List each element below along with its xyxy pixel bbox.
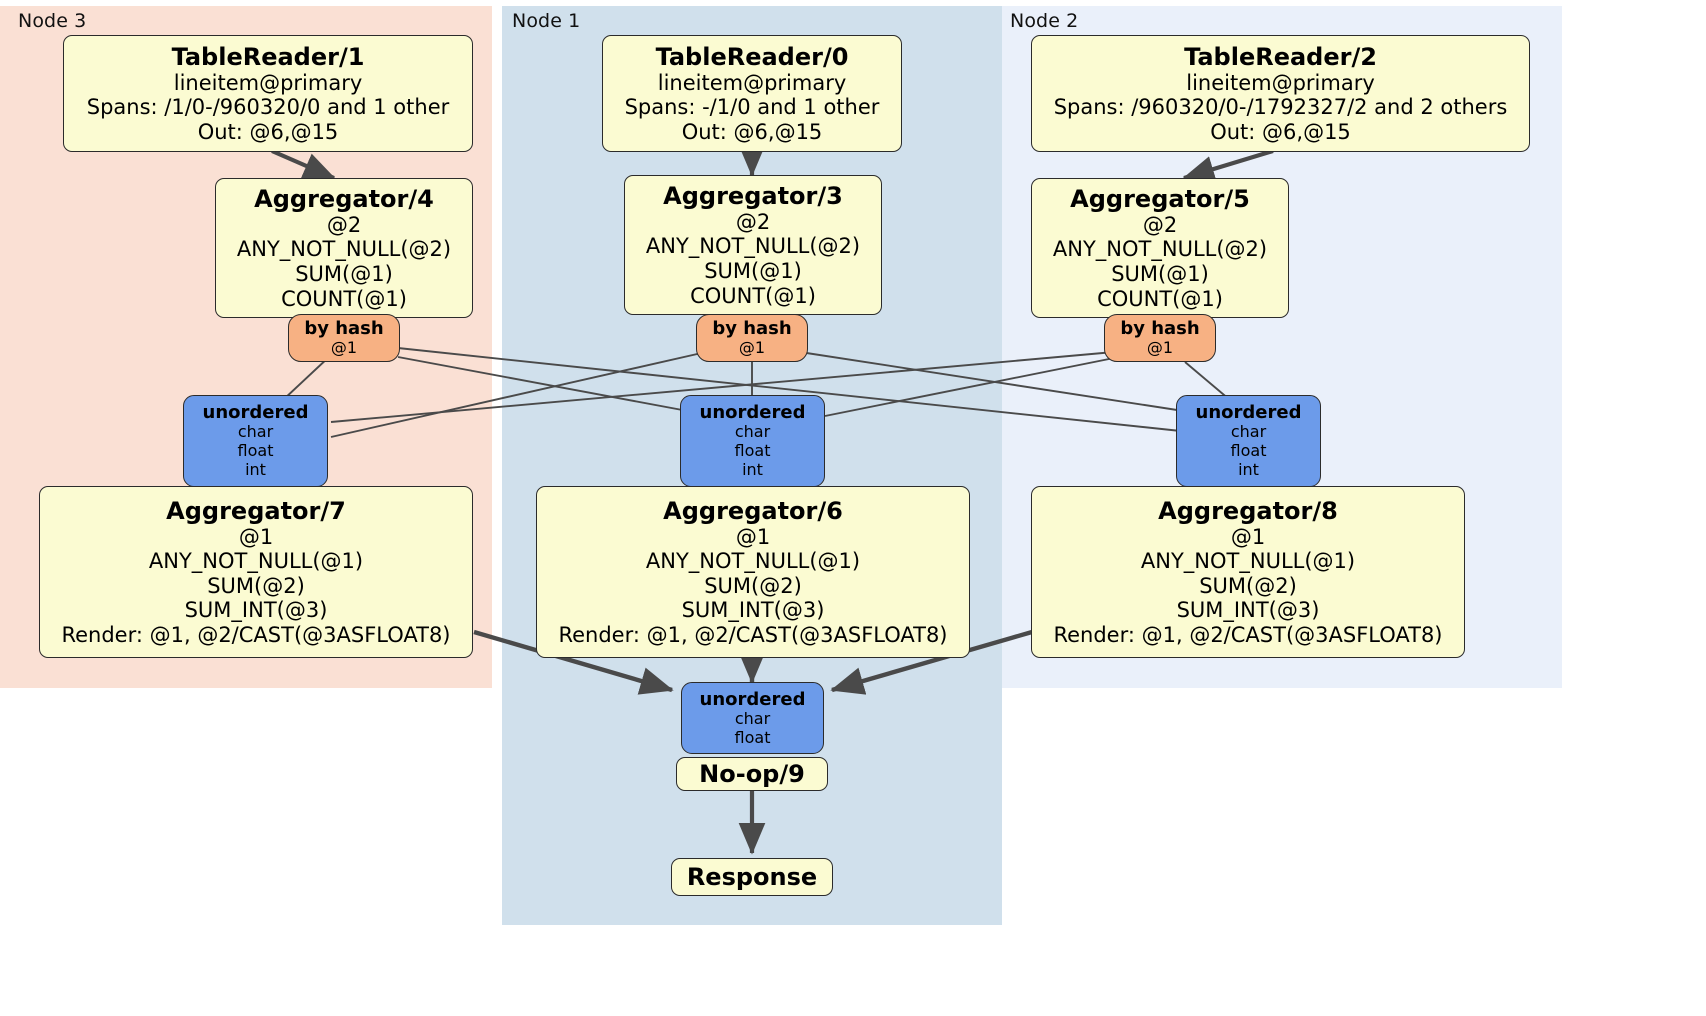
aggregator-8-agg-0: ANY_NOT_NULL(@1)	[1140, 549, 1356, 574]
aggregator-7-title: Aggregator/7	[166, 496, 346, 525]
aggregator-7-group: @1	[238, 524, 274, 549]
aggregator-6-agg-2: SUM_INT(@3)	[681, 598, 825, 623]
aggregator-8-agg-1: SUM(@2)	[1199, 573, 1297, 598]
receiver-unordered-node1-type-2: int	[742, 459, 763, 479]
aggregator-7-box[interactable]: Aggregator/7 @1 ANY_NOT_NULL(@1) SUM(@2)…	[39, 486, 473, 658]
aggregator-7-render: Render: @1, @2/CAST(@3ASFLOAT8)	[61, 622, 451, 647]
aggregator-5-agg-1: SUM(@1)	[1111, 262, 1209, 287]
table-reader-0-title: TableReader/0	[655, 42, 849, 71]
hash-router-node2-col: @1	[1146, 338, 1174, 358]
aggregator-7-agg-2: SUM_INT(@3)	[184, 598, 328, 623]
receiver-unordered-node3-type-2: int	[245, 459, 266, 479]
receiver-unordered-node1-title: unordered	[699, 402, 806, 424]
aggregator-8-title: Aggregator/8	[1158, 496, 1338, 525]
receiver-unordered-node3-type-0: char	[237, 422, 274, 442]
table-reader-2-box[interactable]: TableReader/2 lineitem@primary Spans: /9…	[1031, 35, 1530, 152]
table-reader-0-box[interactable]: TableReader/0 lineitem@primary Spans: -/…	[602, 35, 902, 152]
table-reader-1-out: Out: @6,@15	[197, 119, 339, 144]
table-reader-0-table: lineitem@primary	[657, 70, 847, 95]
aggregator-3-box[interactable]: Aggregator/3 @2 ANY_NOT_NULL(@2) SUM(@1)…	[624, 175, 882, 315]
aggregator-3-agg-0: ANY_NOT_NULL(@2)	[645, 234, 861, 259]
table-reader-2-table: lineitem@primary	[1186, 70, 1375, 95]
noop-9-box[interactable]: No-op/9	[676, 757, 828, 791]
aggregator-4-agg-2: COUNT(@1)	[281, 286, 407, 311]
aggregator-7-agg-1: SUM(@2)	[207, 573, 305, 598]
receiver-unordered-node1-type-1: float	[734, 441, 771, 461]
aggregator-5-box[interactable]: Aggregator/5 @2 ANY_NOT_NULL(@2) SUM(@1)…	[1031, 178, 1289, 318]
table-reader-1-spans: Spans: /1/0-/960320/0 and 1 other	[86, 95, 450, 120]
aggregator-6-group: @1	[735, 524, 771, 549]
response-box[interactable]: Response	[671, 858, 833, 896]
node-label-node2: Node 2	[1010, 10, 1079, 32]
final-receiver-type-1: float	[734, 727, 771, 747]
aggregator-6-agg-1: SUM(@2)	[704, 573, 802, 598]
table-reader-1-title: TableReader/1	[171, 42, 365, 71]
receiver-unordered-node3[interactable]: unordered char float int	[183, 395, 328, 487]
node-label-node3: Node 3	[18, 10, 87, 32]
receiver-unordered-node1-type-0: char	[734, 422, 771, 442]
aggregator-6-title: Aggregator/6	[663, 496, 843, 525]
hash-router-node1[interactable]: by hash @1	[696, 314, 808, 362]
table-reader-1-box[interactable]: TableReader/1 lineitem@primary Spans: /1…	[63, 35, 473, 152]
receiver-unordered-node2-type-0: char	[1230, 422, 1267, 442]
aggregator-3-agg-1: SUM(@1)	[704, 259, 802, 284]
aggregator-5-title: Aggregator/5	[1070, 184, 1250, 213]
aggregator-4-agg-0: ANY_NOT_NULL(@2)	[236, 237, 452, 262]
aggregator-8-box[interactable]: Aggregator/8 @1 ANY_NOT_NULL(@1) SUM(@2)…	[1031, 486, 1465, 658]
aggregator-4-group: @2	[326, 212, 362, 237]
aggregator-8-group: @1	[1230, 524, 1266, 549]
aggregator-8-agg-2: SUM_INT(@3)	[1176, 598, 1320, 623]
receiver-unordered-node2[interactable]: unordered char float int	[1176, 395, 1321, 487]
hash-router-node1-col: @1	[738, 338, 766, 358]
aggregator-3-title: Aggregator/3	[663, 181, 843, 210]
table-reader-2-out: Out: @6,@15	[1210, 119, 1351, 144]
aggregator-4-agg-1: SUM(@1)	[295, 262, 393, 287]
table-reader-0-out: Out: @6,@15	[681, 119, 823, 144]
aggregator-6-agg-0: ANY_NOT_NULL(@1)	[645, 549, 861, 574]
table-reader-1-table: lineitem@primary	[173, 70, 363, 95]
hash-router-node1-title: by hash	[712, 318, 792, 340]
receiver-unordered-node3-title: unordered	[202, 402, 309, 424]
aggregator-4-box[interactable]: Aggregator/4 @2 ANY_NOT_NULL(@2) SUM(@1)…	[215, 178, 473, 318]
aggregator-8-render: Render: @1, @2/CAST(@3ASFLOAT8)	[1053, 622, 1443, 647]
final-receiver-box[interactable]: unordered char float	[681, 682, 824, 754]
aggregator-7-agg-0: ANY_NOT_NULL(@1)	[148, 549, 364, 574]
noop-9-title: No-op/9	[699, 759, 805, 788]
aggregator-4-title: Aggregator/4	[254, 184, 434, 213]
response-title: Response	[686, 862, 818, 891]
receiver-unordered-node2-type-2: int	[1238, 459, 1259, 479]
aggregator-5-agg-2: COUNT(@1)	[1097, 286, 1223, 311]
table-reader-0-spans: Spans: -/1/0 and 1 other	[624, 95, 880, 120]
aggregator-6-box[interactable]: Aggregator/6 @1 ANY_NOT_NULL(@1) SUM(@2)…	[536, 486, 970, 658]
aggregator-6-render: Render: @1, @2/CAST(@3ASFLOAT8)	[558, 622, 948, 647]
receiver-unordered-node3-type-1: float	[237, 441, 274, 461]
aggregator-3-agg-2: COUNT(@1)	[690, 283, 816, 308]
hash-router-node2[interactable]: by hash @1	[1104, 314, 1216, 362]
final-receiver-title: unordered	[699, 688, 806, 710]
receiver-unordered-node2-type-1: float	[1230, 441, 1267, 461]
receiver-unordered-node2-title: unordered	[1195, 402, 1302, 424]
aggregator-5-agg-0: ANY_NOT_NULL(@2)	[1052, 237, 1268, 262]
table-reader-2-spans: Spans: /960320/0-/1792327/2 and 2 others	[1053, 95, 1508, 120]
node-label-node1: Node 1	[512, 10, 581, 32]
aggregator-3-group: @2	[735, 209, 771, 234]
table-reader-2-title: TableReader/2	[1184, 42, 1377, 71]
aggregator-5-group: @2	[1142, 212, 1178, 237]
receiver-unordered-node1[interactable]: unordered char float int	[680, 395, 825, 487]
final-receiver-type-0: char	[734, 708, 771, 728]
hash-router-node3-col: @1	[330, 338, 358, 358]
hash-router-node3[interactable]: by hash @1	[288, 314, 400, 362]
hash-router-node2-title: by hash	[1120, 318, 1200, 340]
hash-router-node3-title: by hash	[304, 318, 384, 340]
